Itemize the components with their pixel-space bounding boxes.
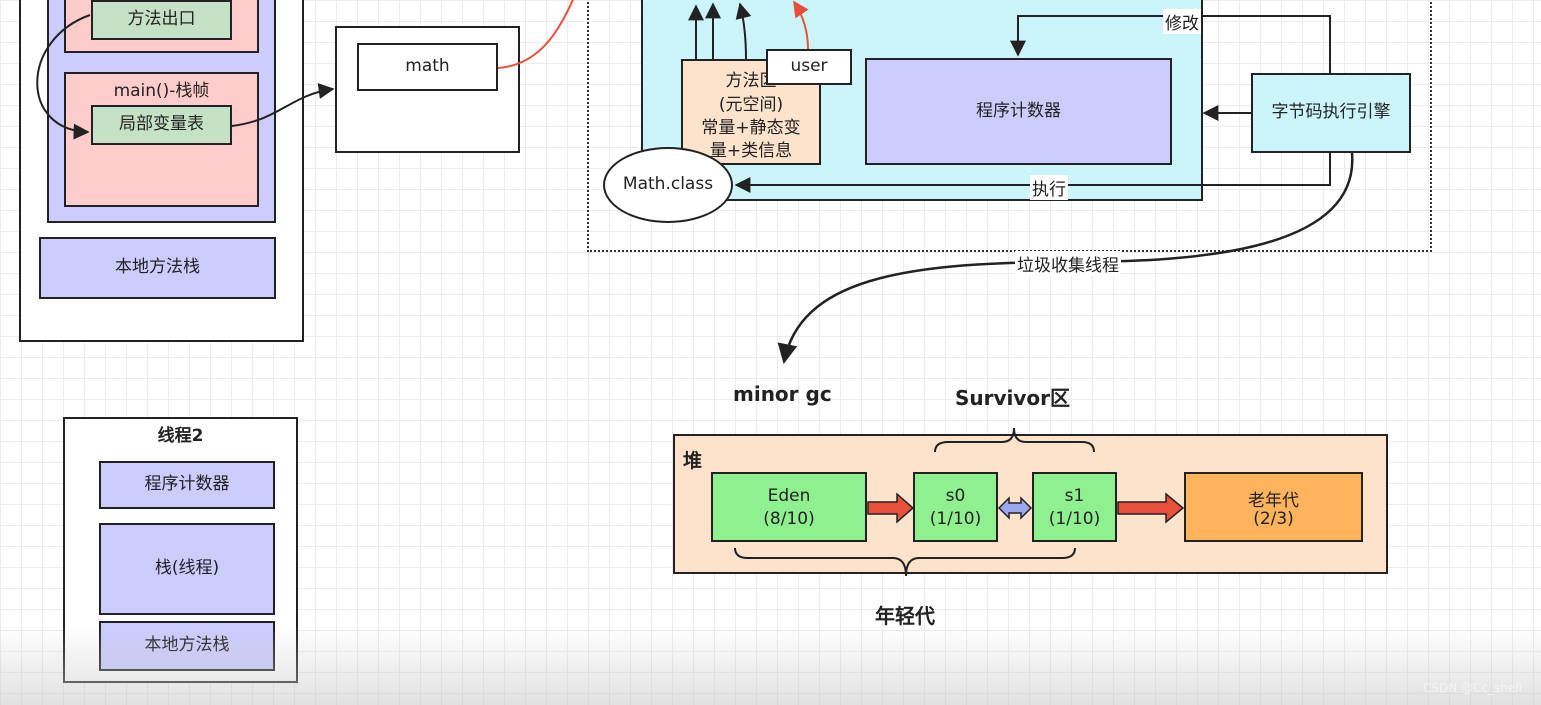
eden-to-s0-arrow	[867, 492, 915, 524]
s1-box	[1032, 472, 1117, 542]
minor-gc-label: minor gc	[733, 382, 832, 406]
s1-ratio: (1/10)	[1048, 509, 1101, 529]
eden-name: Eden	[767, 486, 811, 506]
eden-ratio: (8/10)	[763, 509, 815, 529]
user-red-arrow	[793, 0, 809, 50]
execute-arrow	[734, 153, 1331, 193]
method-area-text-2: (元空间)	[718, 95, 784, 115]
eden-box	[711, 472, 867, 542]
math-class-ellipse: Math.class	[603, 147, 733, 223]
math-object-box: math	[357, 43, 498, 91]
young-gen-brace	[734, 547, 1076, 577]
young-gen-label: 年轻代	[875, 604, 935, 628]
frame-link-arrow	[36, 14, 91, 140]
s0-ratio: (1/10)	[929, 509, 982, 529]
s1-name: s1	[1064, 486, 1085, 506]
method-area-text-4: 量+类信息	[709, 141, 793, 161]
bytecode-engine-box: 字节码执行引擎	[1251, 73, 1411, 153]
local-vars-box: 局部变量表	[91, 105, 232, 145]
survivor-brace	[934, 427, 1095, 453]
thread2-stack: 栈(线程)	[99, 523, 275, 615]
local-vars-to-math-arrow	[231, 83, 335, 127]
thread2-program-counter: 程序计数器	[99, 461, 275, 509]
s1-to-old-arrow	[1117, 492, 1185, 524]
old-gen-name: 老年代	[1248, 491, 1299, 511]
user-box: user	[766, 49, 852, 85]
heap-title: 堆	[683, 450, 703, 472]
method-area-text-3: 常量+静态变	[701, 118, 801, 138]
math-to-class-link	[497, 0, 574, 69]
s0-name: s0	[945, 486, 966, 506]
native-stack-box: 本地方法栈	[39, 237, 276, 299]
s0-box	[913, 472, 998, 542]
method-exit-box: 方法出口	[91, 0, 232, 40]
program-counter-box: 程序计数器	[865, 58, 1172, 165]
watermark: CSDN @Cc_shell	[1423, 681, 1522, 695]
gc-thread-label: 垃圾收集线程	[1015, 251, 1121, 276]
method-area-text-1: 方法区	[725, 71, 777, 91]
old-gen-box	[1184, 472, 1363, 542]
modify-label: 修改	[1163, 9, 1201, 34]
main-frame-label: main()-栈帧	[113, 81, 210, 101]
thread2-title: 线程2	[157, 426, 204, 446]
s0-s1-double-arrow	[997, 496, 1033, 520]
dotted-region	[587, 0, 1432, 252]
up-arrow-3	[735, 2, 752, 60]
execute-label: 执行	[1030, 175, 1068, 200]
survivor-label: Survivor区	[955, 386, 1071, 410]
old-gen-ratio: (2/3)	[1253, 509, 1294, 529]
